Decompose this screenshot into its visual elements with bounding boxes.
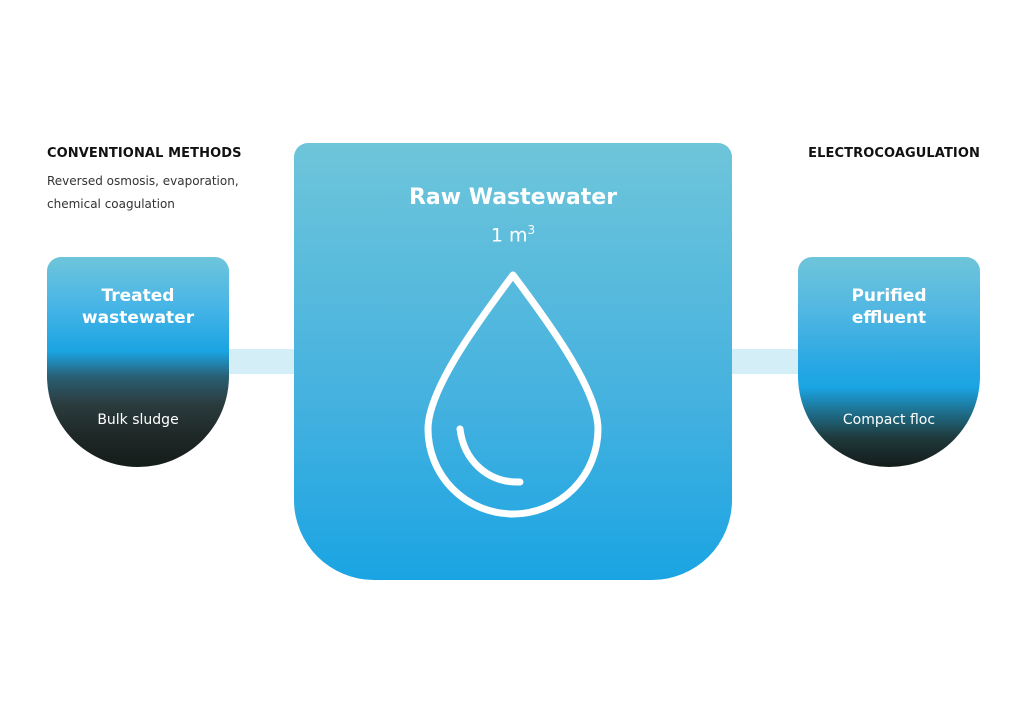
raw-wastewater-title: Raw Wastewater: [408, 185, 618, 210]
description-line-2: chemical coagulation: [47, 197, 175, 211]
raw-wastewater-card: Raw Wastewater 1 m3: [294, 143, 732, 580]
electrocoagulation-heading: ELECTROCOAGULATION: [808, 146, 980, 161]
conventional-methods-heading: CONVENTIONAL METHODS: [47, 146, 242, 161]
volume-exponent: 3: [527, 223, 536, 237]
title-line-2: effluent: [851, 308, 927, 328]
title-line-1: Treated: [101, 286, 175, 306]
title-line-1: Purified: [851, 286, 927, 306]
description-line-1: Reversed osmosis, evaporation,: [47, 174, 239, 188]
drop-highlight: [456, 425, 524, 486]
treated-wastewater-card: Treated wastewater Bulk sludge: [47, 257, 229, 467]
right-connector: [732, 349, 799, 374]
drop-outline: [424, 271, 602, 518]
compact-floc-label: Compact floc: [842, 412, 936, 428]
purified-effluent-title: Purified effluent: [798, 285, 980, 329]
water-drop-icon: [424, 271, 602, 518]
title-line-2: wastewater: [81, 308, 195, 328]
left-connector: [229, 349, 295, 374]
treated-wastewater-title: Treated wastewater: [47, 285, 229, 329]
volume-value: 1 m: [490, 224, 528, 247]
purified-effluent-card: Purified effluent Compact floc: [798, 257, 980, 467]
conventional-methods-description: Reversed osmosis, evaporation, chemical …: [47, 170, 287, 216]
volume-label: 1 m3: [294, 223, 732, 246]
bulk-sludge-label: Bulk sludge: [97, 412, 179, 428]
